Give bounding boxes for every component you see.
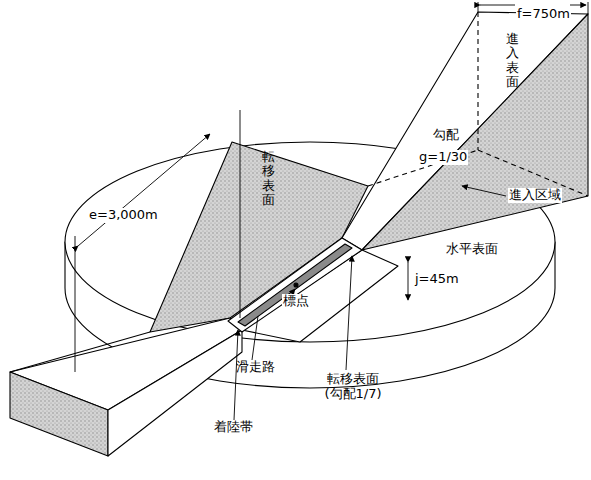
leader-line [462,186,506,196]
approach-side-wall [362,14,588,250]
surface-name: 転移表面 (勾配1/7) [316,372,390,402]
surface-name: 転移表面 [262,150,275,207]
dimension-tick [478,2,479,12]
landing-strip [228,238,362,332]
approach-surface [342,12,588,250]
hidden-edge [368,150,478,186]
dimension-arrow [408,262,409,300]
approach-box-side [108,330,242,456]
dimension-arrow [570,5,586,6]
dimension-tick [588,2,589,14]
slope-label: 勾配 [432,128,460,143]
dimension-label: j=45m [414,272,460,287]
surface-edge [10,332,150,372]
dimension-label: e=3,000m [88,208,159,223]
reference-point [294,283,298,287]
leader-line [346,256,352,370]
runway [238,244,352,326]
dimension-arrow [78,134,210,246]
part-name: 滑走路 [236,360,275,375]
leader-line [252,316,258,360]
part-name: 着陸帯 [214,420,253,435]
dimension-label: f=750m [516,7,571,22]
leader-line [234,330,238,420]
slope-label: g=1/30 [418,150,468,165]
point-name: 標点 [282,294,310,309]
surface-name: 水平表面 [446,242,498,257]
hidden-edge [477,12,478,150]
dimension-line [240,110,241,318]
surface-name: 進入表面 [506,32,519,89]
dimension-arrow [480,5,515,6]
dimension-line [75,236,76,372]
area-name: 進入区域 [508,188,562,203]
approach-box-front [10,372,108,456]
